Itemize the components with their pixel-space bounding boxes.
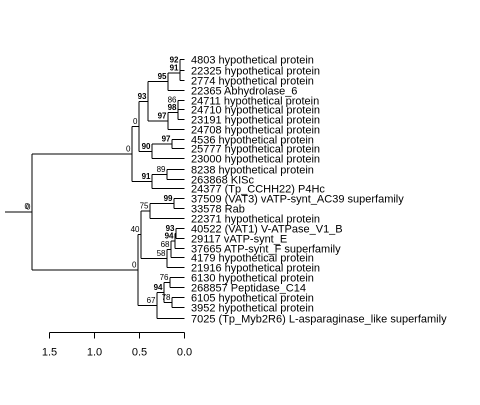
support-value: 0 (126, 144, 131, 153)
scale-tick-label: 1.5 (42, 347, 57, 359)
leaf-label: 4803 hypothetical protein (191, 55, 314, 67)
leaf-label: 8238 hypothetical protein (191, 165, 314, 177)
leaf-label: 6105 hypothetical protein (191, 293, 314, 305)
support-value: 89 (157, 165, 166, 174)
support-value: 93 (166, 224, 175, 233)
leaf-label: 22365 Abhydrolase_6 (191, 86, 297, 98)
support-value: 98 (168, 103, 177, 112)
support-value: 0 (26, 202, 31, 211)
leaf-label: 6130 hypothetical protein (191, 273, 314, 285)
support-value: 75 (140, 202, 149, 211)
scale-axis: 1.5 1.0 0.5 0.0 (42, 332, 192, 359)
leaf-label: 25777 hypothetical protein (191, 144, 320, 156)
leaf-label: 4179 hypothetical protein (191, 253, 314, 265)
leaf-label: 268857 Peptidase_C14 (191, 283, 306, 295)
support-value: 90 (142, 142, 151, 151)
leaf-label: 22371 hypothetical protein (191, 214, 320, 226)
leaf-label: 7025 (Tp_Myb2R6) L-asparaginase_like sup… (191, 314, 447, 326)
support-value: 68 (161, 240, 170, 249)
leaf-label: 24710 hypothetical protein (191, 105, 320, 117)
support-value: 95 (158, 72, 167, 81)
scale-tick-label: 1.0 (87, 347, 102, 359)
support-value: 0 (132, 261, 137, 270)
leaf-label: 263868 KISc (191, 175, 254, 187)
support-value: 91 (170, 63, 179, 72)
tree-branches (5, 59, 185, 319)
leaf-label: 33578 Rab (191, 204, 245, 216)
support-value: 94 (154, 283, 163, 292)
leaf-label: 37509 (VAT3) vATP-synt_AC39 superfamily (191, 194, 404, 206)
leaf-label: 22325 hypothetical protein (191, 66, 320, 78)
support-value: 91 (142, 172, 151, 181)
leaf-label: 24711 hypothetical protein (191, 96, 319, 108)
leaf-label: 29117 vATP-synt_E (191, 234, 287, 246)
leaf-label: 37665 ATP-synt_F superfamily (191, 244, 341, 256)
leaf-label: 24377 (Tp_CCHH22) P4Hc (191, 184, 325, 196)
leaf-label: 23191 hypothetical protein (191, 115, 320, 127)
support-value: 97 (162, 135, 171, 144)
scale-tick-label: 0.5 (132, 347, 147, 359)
support-value: 92 (170, 56, 179, 65)
leaf-label: 24708 hypothetical protein (191, 125, 320, 137)
support-value: 40 (131, 225, 140, 234)
support-value: 86 (168, 96, 177, 105)
support-value: 67 (147, 296, 156, 305)
support-value: 76 (160, 273, 169, 282)
leaf-label: 40522 (VAT1) V-ATPase_V1_B (191, 224, 343, 236)
support-value: 94 (165, 232, 174, 241)
support-value: 58 (157, 249, 166, 258)
support-value: 93 (138, 92, 147, 101)
leaf-label: 4536 hypothetical protein (191, 135, 314, 147)
leaf-label: 23000 hypothetical protein (191, 154, 320, 166)
support-values: 0929195869897939790089910997593946858407… (25, 56, 179, 306)
leaf-label: 2774 hypothetical protein (191, 76, 314, 88)
support-value: 0 (133, 117, 138, 126)
support-value: 97 (158, 111, 167, 120)
leaf-label: 3952 hypothetical protein (191, 303, 314, 315)
scale-tick-label: 0.0 (177, 347, 192, 359)
leaf-label: 21916 hypothetical protein (191, 263, 320, 275)
support-value: 99 (164, 194, 173, 203)
support-value: 78 (162, 293, 171, 302)
support-value: 0 (25, 202, 30, 211)
